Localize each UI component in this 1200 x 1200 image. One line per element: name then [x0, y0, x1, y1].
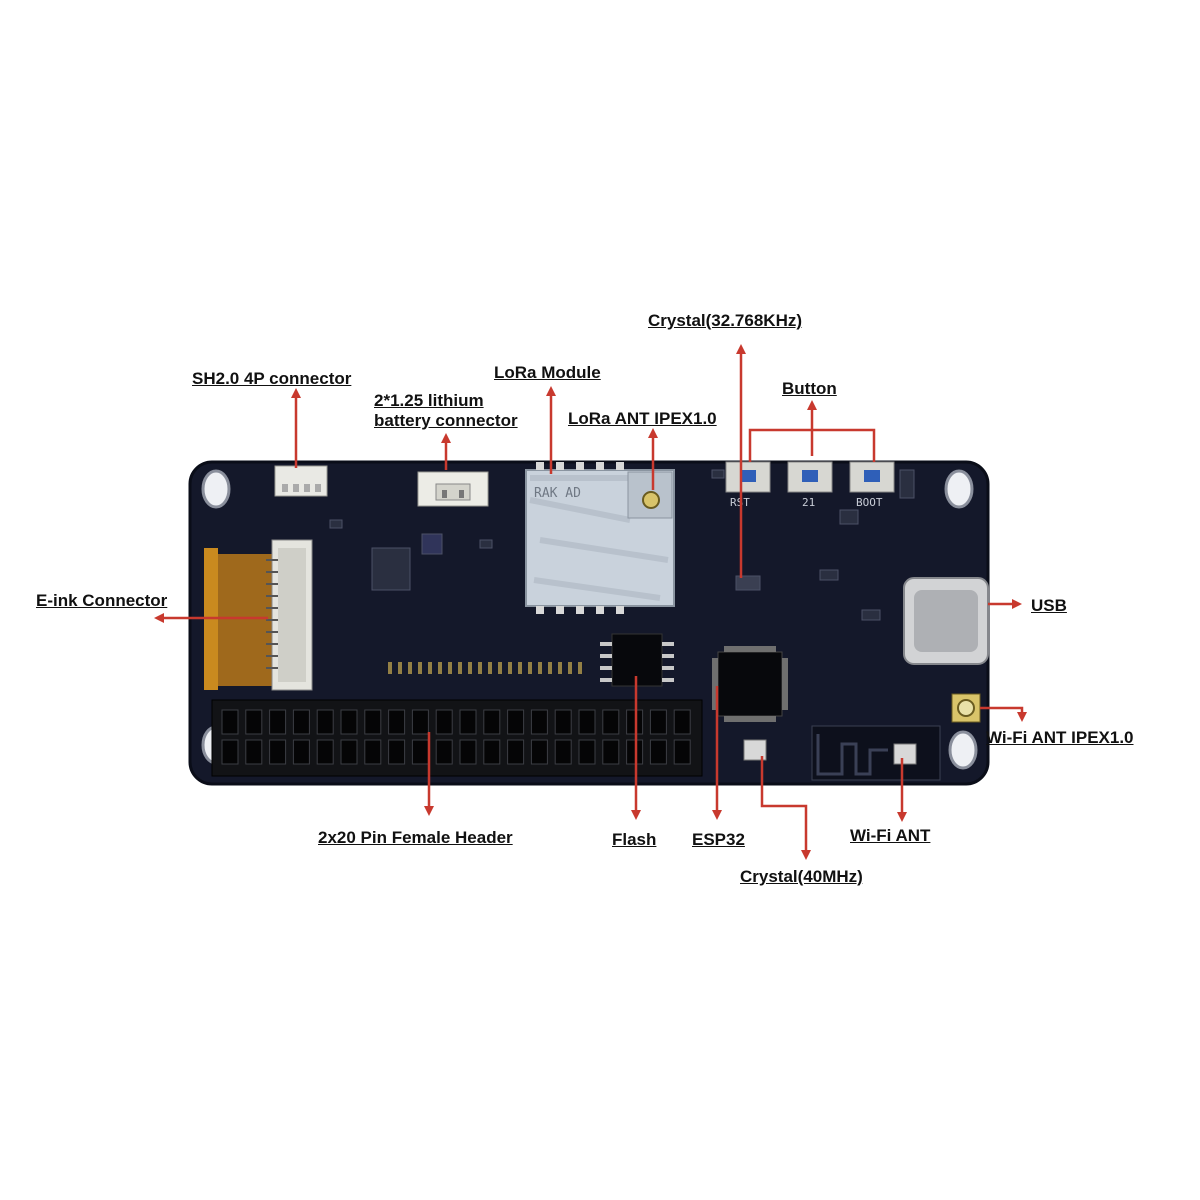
smd-components — [329, 469, 915, 621]
btn-boot-label: BOOT — [856, 496, 883, 509]
label-wifi-ipex: Wi-Fi ANT IPEX1.0 — [986, 728, 1134, 747]
header-pin-socket — [340, 709, 358, 735]
header-pin-socket — [483, 739, 501, 765]
pin-header-2x20 — [211, 699, 703, 777]
header-pin-socket — [554, 739, 572, 765]
label-flash: Flash — [612, 830, 657, 849]
header-pins — [221, 709, 691, 765]
lora-module-marking: RAK AD — [534, 486, 581, 501]
header-pin-socket — [411, 739, 429, 765]
header-pin-socket — [578, 709, 596, 735]
header-pin-socket — [221, 709, 239, 735]
label-button: Button — [782, 379, 837, 398]
btn-21-label: 21 — [802, 496, 815, 509]
sh20-connector — [274, 465, 328, 497]
crystal-40mhz-part — [743, 739, 767, 761]
label-lora-ant: LoRa ANT IPEX1.0 — [568, 409, 717, 428]
header-pin-socket — [459, 709, 477, 735]
header-pin-socket — [269, 739, 287, 765]
wifi-antenna-area — [811, 725, 941, 781]
buttons: RST 21 BOOT — [725, 461, 895, 509]
header-pin-socket — [673, 709, 691, 735]
esp32-chip — [712, 646, 788, 722]
header-pin-socket — [626, 709, 644, 735]
header-pin-socket — [673, 739, 691, 765]
label-crystal-40m: Crystal(40MHz) — [740, 867, 863, 886]
header-pin-socket — [483, 709, 501, 735]
header-pin-socket — [292, 739, 310, 765]
header-pin-socket — [578, 739, 596, 765]
label-eink: E-ink Connector — [36, 591, 168, 610]
header-pin-socket — [602, 739, 620, 765]
header-pin-socket — [435, 739, 453, 765]
header-pin-socket — [411, 709, 429, 735]
wifi-ipex-connector — [951, 693, 981, 723]
label-crystal-32k: Crystal(32.768KHz) — [648, 311, 803, 330]
header-pin-socket — [530, 709, 548, 735]
header-pin-socket — [364, 739, 382, 765]
label-usb: USB — [1031, 596, 1067, 615]
header-pin-socket — [649, 739, 667, 765]
header-pin-socket — [245, 739, 263, 765]
header-pin-socket — [530, 739, 548, 765]
usb-c-port — [903, 577, 989, 665]
header-pin-socket — [626, 739, 644, 765]
callout-arrows — [154, 344, 1027, 860]
header-pin-socket — [316, 709, 334, 735]
header-pin-socket — [316, 739, 334, 765]
header-pin-socket — [507, 709, 525, 735]
label-wifi-ant: Wi-Fi ANT — [850, 826, 931, 845]
header-pin-socket — [269, 709, 287, 735]
label-battery-line2: battery connector — [374, 411, 518, 430]
lora-module: RAK AD — [525, 462, 675, 614]
gold-pad-row — [388, 662, 582, 674]
label-header: 2x20 Pin Female Header — [318, 828, 513, 847]
header-pin-socket — [340, 739, 358, 765]
header-pin-socket — [388, 739, 406, 765]
header-pin-socket — [602, 709, 620, 735]
label-sh20: SH2.0 4P connector — [192, 369, 352, 388]
label-esp32: ESP32 — [692, 830, 745, 849]
arrow-crystal-40m — [760, 756, 811, 860]
header-pin-socket — [507, 739, 525, 765]
header-pin-socket — [435, 709, 453, 735]
header-pin-socket — [649, 709, 667, 735]
header-pin-socket — [459, 739, 477, 765]
eink-fpc-connector — [204, 539, 313, 691]
battery-connector — [417, 471, 489, 507]
header-pin-socket — [292, 709, 310, 735]
label-battery-line1: 2*1.25 lithium — [374, 391, 484, 410]
arrow-wifi-ipex — [980, 706, 1027, 722]
label-lora-module: LoRa Module — [494, 363, 601, 382]
header-pin-socket — [245, 709, 263, 735]
header-pin-socket — [554, 709, 572, 735]
header-pin-socket — [221, 739, 239, 765]
header-pin-socket — [364, 709, 382, 735]
header-pin-socket — [388, 709, 406, 735]
